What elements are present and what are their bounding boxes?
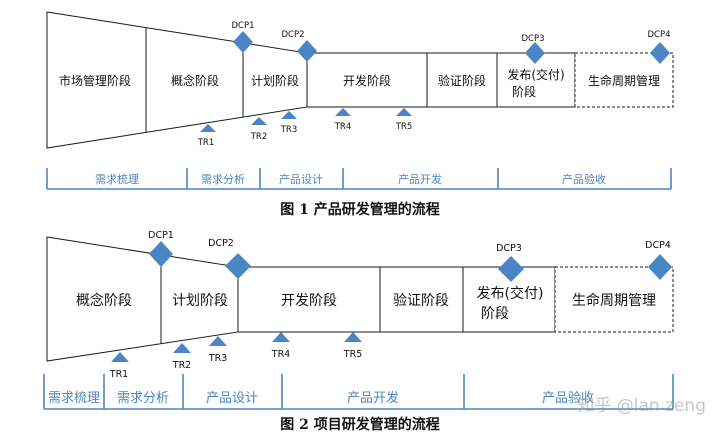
- fig1-stage-verify: 验证阶段: [438, 73, 486, 88]
- fig1-tr1-marker: [200, 124, 216, 132]
- fig2-stage-release-line2: 阶段: [481, 306, 509, 322]
- fig2-tr5-marker: [344, 332, 362, 342]
- fig2-stage-plan: 计划阶段: [172, 293, 228, 309]
- figure-1-caption: 图 1 产品研发管理的流程: [280, 202, 440, 218]
- watermark: 知乎 @lan zeng: [577, 396, 706, 416]
- fig1-stage-release-line2: 阶段: [512, 84, 536, 99]
- fig1-tr1-label: TR1: [197, 138, 215, 148]
- fig1-band-req-analysis: 需求分析: [201, 172, 245, 186]
- fig2-band-accept: 产品验收: [542, 390, 594, 406]
- fig2-dcp3-marker: [498, 256, 524, 282]
- fig1-band-design: 产品设计: [279, 172, 323, 186]
- fig2-band-design: 产品设计: [206, 391, 258, 406]
- fig1-tr4-label: TR4: [334, 122, 352, 132]
- fig2-stage-dev-box: [237, 266, 381, 333]
- fig2-dcp1-marker: [149, 241, 173, 267]
- fig1-tr5-marker: [396, 108, 412, 116]
- fig1-stage-lifecycle-box: [574, 52, 674, 108]
- fig1-tr4-marker: [335, 108, 351, 116]
- fig1-dcp2-label: DCP2: [281, 30, 304, 40]
- fig1-dcp1-marker: [233, 31, 253, 53]
- fig2-tr3-label: TR3: [208, 353, 227, 364]
- fig2-stage-lifecycle-box: [554, 266, 674, 333]
- fig1-band-req-sort: 需求梳理: [95, 172, 139, 186]
- fig1-phase-band: [46, 168, 672, 190]
- fig1-stage-plan: 计划阶段: [251, 73, 299, 88]
- fig1-tr2-marker: [251, 117, 267, 125]
- fig1-tr2-label: TR2: [250, 132, 268, 142]
- figure-2: 概念阶段 计划阶段 开发阶段 验证阶段 发布(交付) 阶段 生命周期管理 DCP…: [43, 230, 674, 410]
- fig1-dcp3-label: DCP3: [521, 34, 544, 44]
- fig1-band-accept: 产品验收: [562, 172, 606, 186]
- fig2-phase-band: [43, 374, 674, 410]
- fig1-stage-dev: 开发阶段: [343, 73, 391, 88]
- fig1-dcp4-marker: [650, 42, 670, 64]
- fig2-tr4-label: TR4: [271, 349, 290, 360]
- fig2-dcp3-label: DCP3: [496, 243, 522, 254]
- figure-1: 市场管理阶段 概念阶段 计划阶段 开发阶段 验证阶段 发布(交付) 阶段 生命周…: [46, 11, 674, 190]
- fig2-stage-verify: 验证阶段: [393, 293, 449, 309]
- fig1-dcp4-label: DCP4: [647, 30, 670, 40]
- fig2-dcp2-label: DCP2: [208, 238, 234, 249]
- fig1-stage-concept: 概念阶段: [171, 73, 219, 88]
- fig1-stage-dev-box: [306, 52, 428, 108]
- fig1-band-develop: 产品开发: [398, 172, 442, 186]
- fig1-tr5-label: TR5: [395, 122, 413, 132]
- fig2-dcp4-marker: [648, 254, 672, 280]
- fig2-dcp4-label: DCP4: [645, 240, 671, 251]
- fig2-band-develop: 产品开发: [347, 390, 399, 406]
- fig2-dcp1-label: DCP1: [148, 230, 174, 241]
- fig1-tr3-marker: [281, 111, 297, 119]
- fig1-tr3-label: TR3: [280, 125, 298, 135]
- fig2-stage-lifecycle: 生命周期管理: [572, 292, 656, 309]
- fig2-tr2-label: TR2: [172, 360, 191, 371]
- fig2-dcp2-marker: [225, 253, 251, 279]
- fig2-tr5-label: TR5: [343, 349, 362, 360]
- fig2-tr2-marker: [173, 343, 191, 353]
- fig2-tr1-label: TR1: [109, 369, 128, 380]
- fig1-dcp2-marker: [297, 40, 317, 62]
- fig1-stage-release-line1: 发布(交付): [507, 67, 564, 82]
- fig2-stage-dev: 开发阶段: [281, 293, 337, 309]
- fig2-tr1-marker: [111, 352, 129, 362]
- fig2-stage-concept: 概念阶段: [76, 292, 132, 309]
- fig1-stage-lifecycle: 生命周期管理: [588, 73, 660, 88]
- figure-2-caption: 图 2 项目研发管理的流程: [280, 417, 440, 433]
- fig2-band-req-sort: 需求梳理: [48, 391, 100, 406]
- fig2-stage-release-line1: 发布(交付): [477, 285, 544, 302]
- fig1-dcp1-label: DCP1: [231, 21, 254, 31]
- fig2-tr3-marker: [209, 336, 227, 346]
- fig2-band-req-analysis: 需求分析: [117, 391, 169, 406]
- fig2-tr4-marker: [272, 332, 290, 342]
- fig1-stage-market: 市场管理阶段: [59, 73, 131, 88]
- fig1-dcp3-marker: [525, 42, 545, 64]
